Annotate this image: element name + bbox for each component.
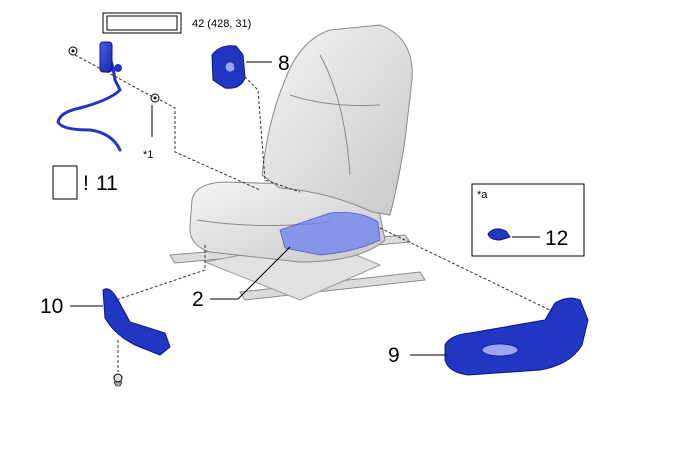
outer-shield-part-9 [444, 297, 589, 376]
caution-box [52, 165, 78, 200]
seat-back [261, 24, 413, 216]
callout-8: 8 [278, 52, 290, 75]
caution-mark: ! [83, 172, 89, 195]
torque-spec-box [102, 12, 182, 34]
seat-switch-icon [481, 343, 519, 357]
torque-spec-box-inner [106, 15, 178, 31]
detail-mark-a: *a [477, 189, 488, 201]
note-star-1: *1 [143, 149, 153, 161]
torque-spec-value: 42 (428, 31) [192, 18, 251, 30]
callout-10: 10 [40, 295, 63, 318]
detail-box-a [471, 183, 585, 257]
callout-12: 12 [545, 227, 568, 250]
seat-mat-part-2 [279, 212, 381, 256]
switch-knob-part-12 [487, 228, 511, 241]
inner-shield-part-10 [102, 288, 171, 356]
callout-9: 9 [388, 344, 400, 367]
callout-2: 2 [192, 288, 204, 311]
wire-harness-part-11 [56, 41, 122, 152]
screw-icon [113, 373, 123, 383]
callout-11: 11 [96, 172, 118, 195]
